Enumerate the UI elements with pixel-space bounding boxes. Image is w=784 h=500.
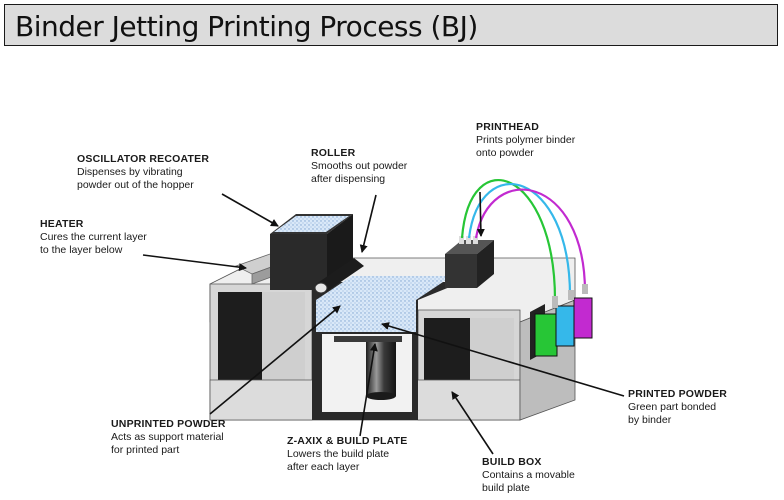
build-box-desc-line2: build plate <box>482 482 530 494</box>
magenta-tank <box>573 297 593 339</box>
heater-heading: HEATER <box>40 218 84 230</box>
roller-desc-line2: after dispensing <box>311 173 386 185</box>
roller <box>314 258 364 294</box>
unprinted-powder-front <box>316 300 416 332</box>
heater-label: HEATER Cures the current layer to the la… <box>40 218 147 257</box>
build-box-label: BUILD BOX Contains a movable build plate <box>482 456 575 495</box>
build-box <box>312 276 462 420</box>
z-axis-desc-line1: Lowers the build plate <box>287 448 390 460</box>
title-bar: Binder Jetting Printing Process (BJ) <box>4 4 778 46</box>
binder-tanks <box>530 284 593 360</box>
printed-powder-desc-line2: by binder <box>628 414 672 426</box>
z-axis-label: Z-AXIX & BUILD PLATE Lowers the build pl… <box>287 435 407 474</box>
printed-powder-label: PRINTED POWDER Green part bonded by bind… <box>628 388 727 427</box>
roller-desc-line1: Smooths out powder <box>311 160 408 172</box>
oscillator-recoater-label: OSCILLATOR RECOATER Dispenses by vibrati… <box>77 153 209 192</box>
printed-powder-heading: PRINTED POWDER <box>628 388 728 400</box>
z-axis-desc-line2: after each layer <box>287 461 360 473</box>
unprinted-powder-label: UNPRINTED POWDER Acts as support materia… <box>111 418 226 457</box>
binder-tubes <box>460 178 587 301</box>
build-box-desc-line1: Contains a movable <box>482 469 575 481</box>
oscillator-recoater-desc-line2: powder out of the hopper <box>77 179 194 191</box>
roller-label: ROLLER Smooths out powder after dispensi… <box>311 147 407 186</box>
unprinted-powder-desc-line2: for printed part <box>111 444 180 456</box>
machine-body <box>209 257 576 421</box>
oscillator-recoater-heading: OSCILLATOR RECOATER <box>77 153 210 165</box>
z-axis-heading: Z-AXIX & BUILD PLATE <box>287 435 408 447</box>
powder-top <box>316 276 452 300</box>
printhead-heading: PRINTHEAD <box>476 121 540 133</box>
printhead-label: PRINTHEAD Prints polymer binder onto pow… <box>476 121 575 160</box>
heater-desc-line1: Cures the current layer <box>40 231 147 243</box>
green-tank <box>534 313 558 357</box>
unprinted-powder-heading: UNPRINTED POWDER <box>111 418 226 430</box>
heater-desc-line2: to the layer below <box>40 244 123 256</box>
roller-heading: ROLLER <box>311 147 356 159</box>
printhead <box>445 236 494 288</box>
oscillator-recoater-desc-line1: Dispenses by vibrating <box>77 166 183 178</box>
leader-arrows <box>142 191 625 455</box>
cyan-tank <box>555 305 575 347</box>
printhead-desc-line2: onto powder <box>476 147 534 159</box>
build-box-heading: BUILD BOX <box>482 456 542 468</box>
unprinted-powder-desc-line1: Acts as support material <box>111 431 224 443</box>
printhead-desc-line1: Prints polymer binder <box>476 134 576 146</box>
printed-powder-desc-line1: Green part bonded <box>628 401 717 413</box>
page-title: Binder Jetting Printing Process (BJ) <box>15 10 478 43</box>
oscillator-recoater <box>270 214 353 290</box>
